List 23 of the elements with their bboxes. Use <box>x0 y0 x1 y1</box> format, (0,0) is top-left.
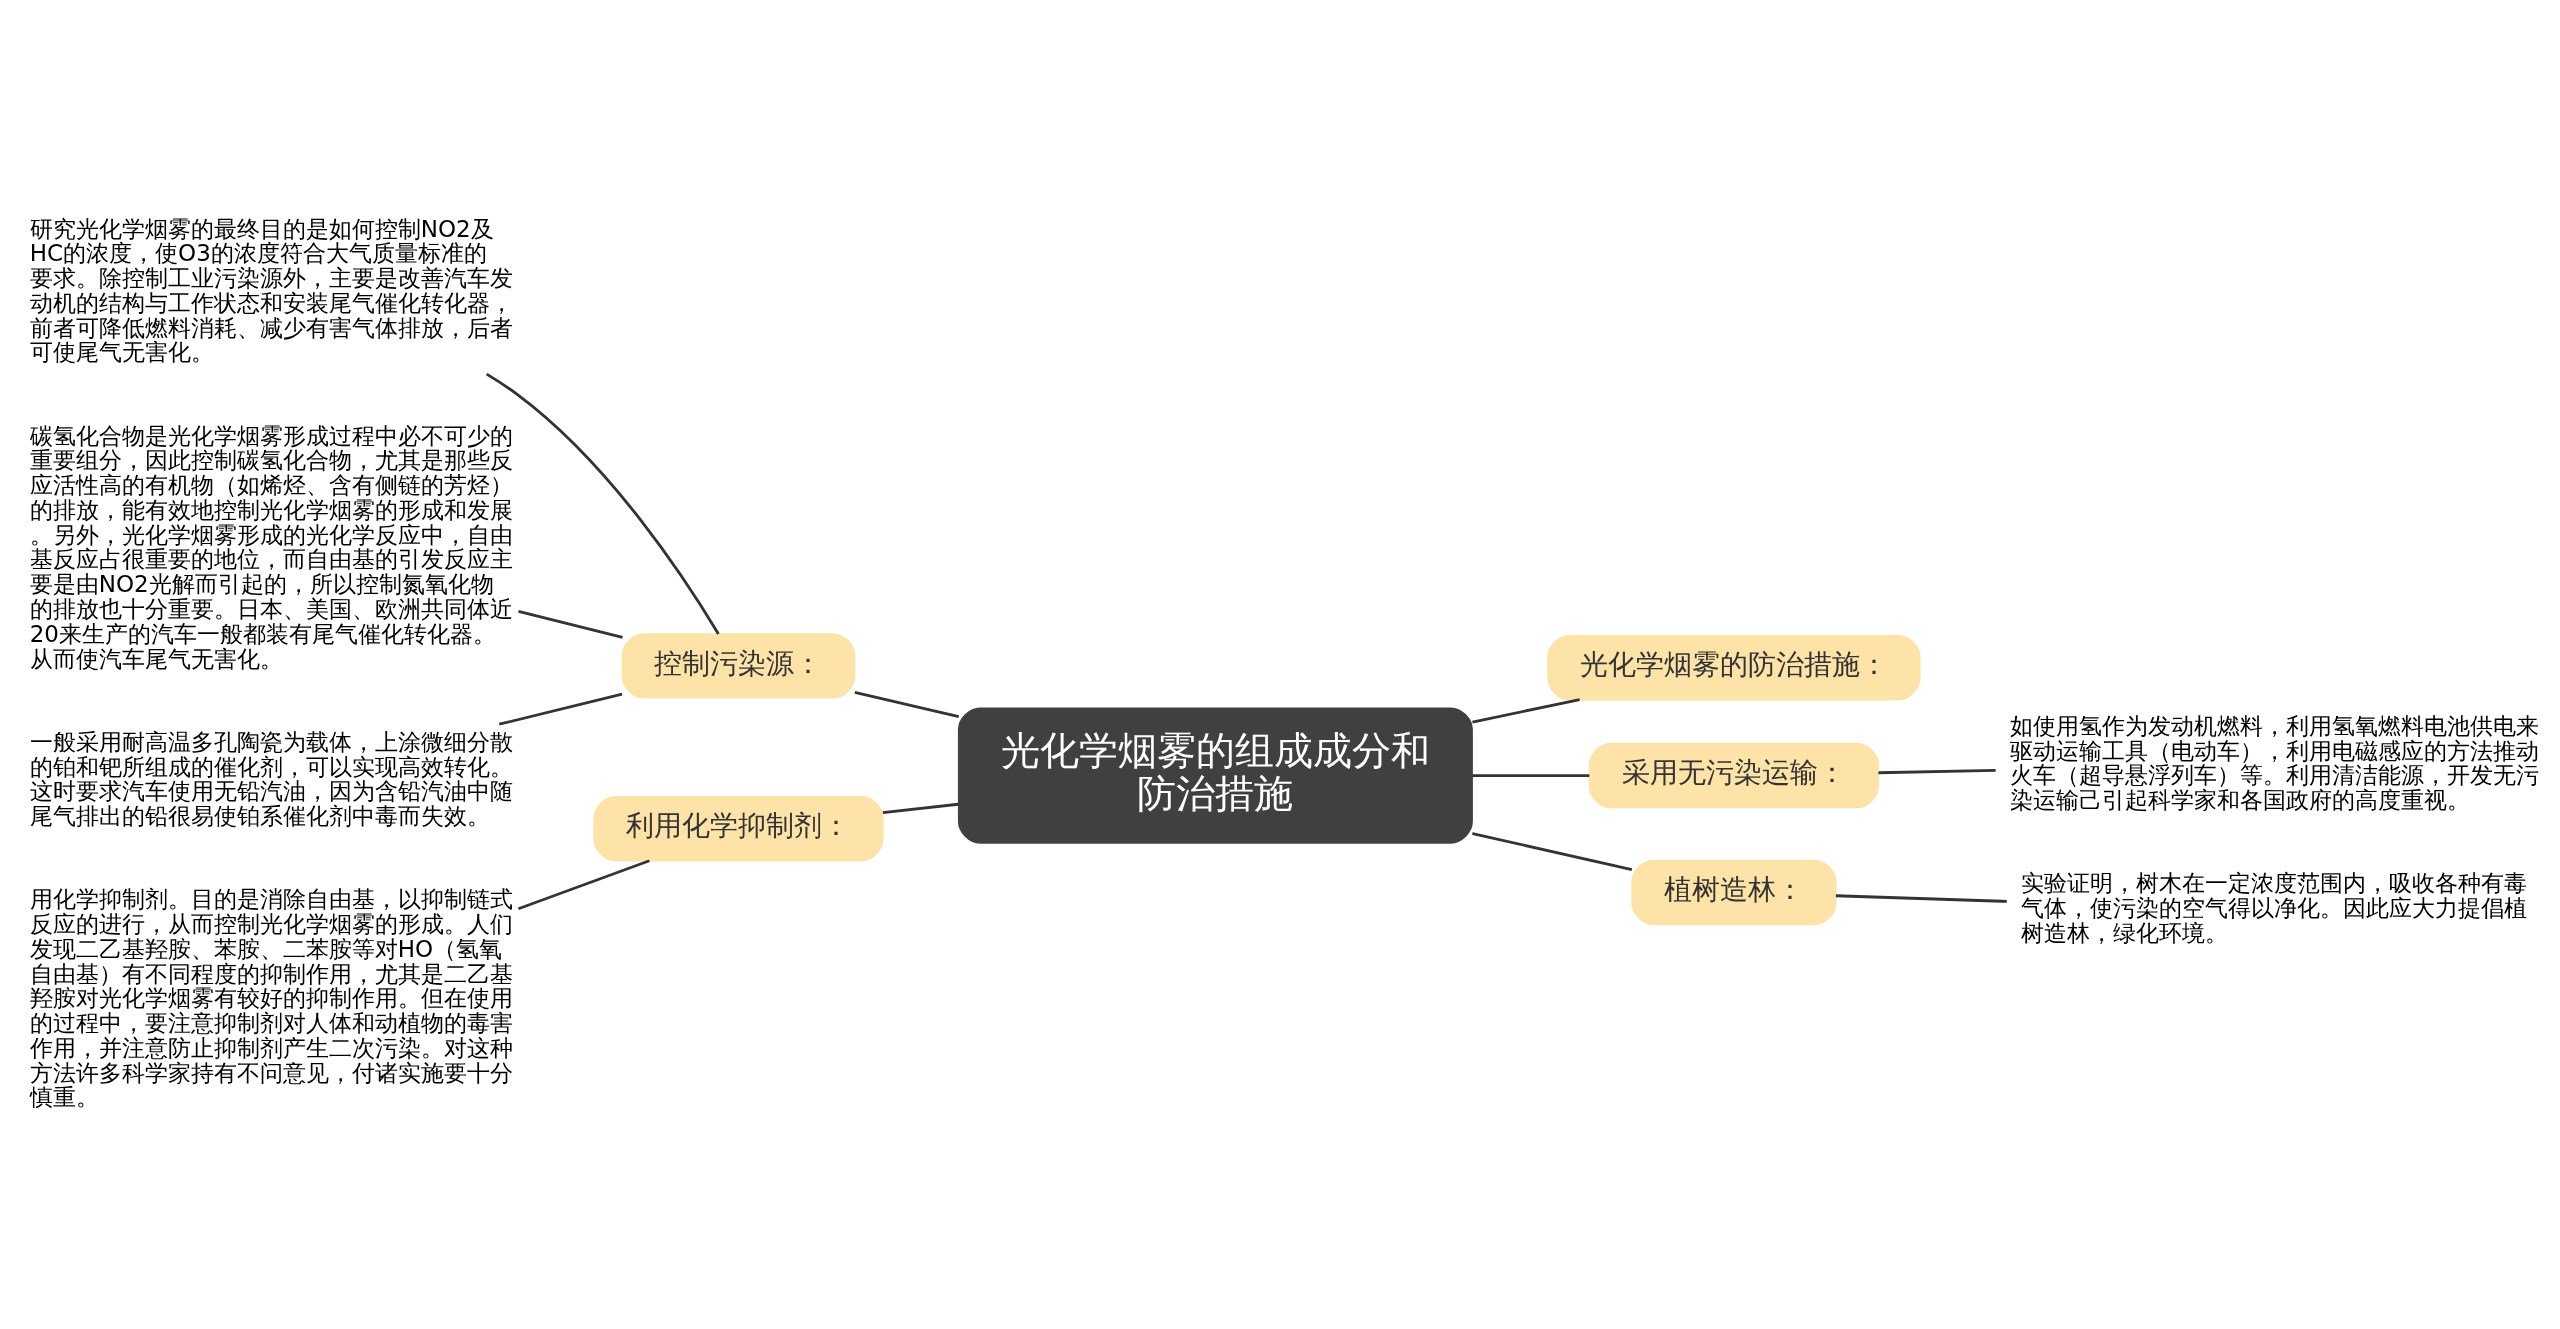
node-text: 碳氢化合物是光化学烟雾形成过程中必不可少的重要组分，因此控制碳氢化合物，尤其是那些反应活性高的有机物（如烯烃、含有侧链的芳烃）的排放，能有效地控制光化学烟雾的形成和发展。另外，光化学烟雾形成的光化学反应中，自由基反应占很重要的地位，而自由基的引发反应主要是由NO2光解而引起的，所以控制氮氧化物的排放也十分重要。日本、美国、欧洲共同体近20来生产的汽车一般都装有尾气催化转化器。从而使汽车尾气无害化。 <box>29 422 513 672</box>
node-text: 一般采用耐高温多孔陶瓷为载体，上涂微细分散的铂和钯所组成的催化剂，可以实现高效转化。这时要求汽车使用无铅汽油，因为含铅汽油中随尾气排出的铅很易使铂系催化剂中毒而失效。 <box>29 728 513 829</box>
connector <box>1878 768 1996 774</box>
connector <box>1472 831 1633 871</box>
connector <box>1472 697 1580 723</box>
connector <box>517 858 650 910</box>
node-box: 利用化学抑制剂： <box>593 795 884 861</box>
node-box: 控制污染源： <box>621 632 856 699</box>
node-box: 植树造林： <box>1631 859 1837 925</box>
node-text: 实验证明，树木在一定浓度范围内，吸收各种有毒气体，使污染的空气得以净化。因此应大力提倡植树造林，绿化环境。 <box>2021 869 2528 946</box>
connector <box>1835 893 2007 903</box>
connector <box>854 690 960 718</box>
connector <box>485 372 720 635</box>
node-box: 光化学烟雾的防治措施： <box>1547 634 1921 700</box>
node-box: 采用无污染运输： <box>1588 742 1880 808</box>
node-text: 如使用氢作为发动机燃料，利用氢氧燃料电池供电来驱动运输工具（电动车），利用电磁感应的方法推动火车（超导悬浮列车）等。利用清洁能源，开发无污染运输己引起科学家和各国政府的高度重视。 <box>2009 712 2539 813</box>
node-box: 光化学烟雾的组成成分和防治措施 <box>957 706 1473 844</box>
connector <box>518 609 623 639</box>
connector <box>498 692 623 726</box>
connector <box>882 802 959 814</box>
node-text: 研究光化学烟雾的最终目的是如何控制NO2及HC的浓度，使O3的浓度符合大气质量标准的要求。除控制工业污染源外，主要是改善汽车发动机的结构与工作状态和安装尾气催化转化器，前者可降低燃料消耗、减少有害气体排放，后者可使尾气无害化。 <box>29 215 513 365</box>
connector <box>1472 773 1590 777</box>
node-text: 用化学抑制剂。目的是消除自由基，以抑制链式反应的进行，从而控制光化学烟雾的形成。人们发现二乙基羟胺、苯胺、二苯胺等对HO（氢氧自由基）有不同程度的抑制作用，尤其是二乙基羟胺对光化学烟雾有较好的抑制作用。但在使用的过程中，要注意抑制剂对人体和动植物的毒害作用，并注意防止抑制剂产生二次污染。对这种方法许多科学家持有不问意见，付诸实施要十分慎重。 <box>29 885 513 1110</box>
